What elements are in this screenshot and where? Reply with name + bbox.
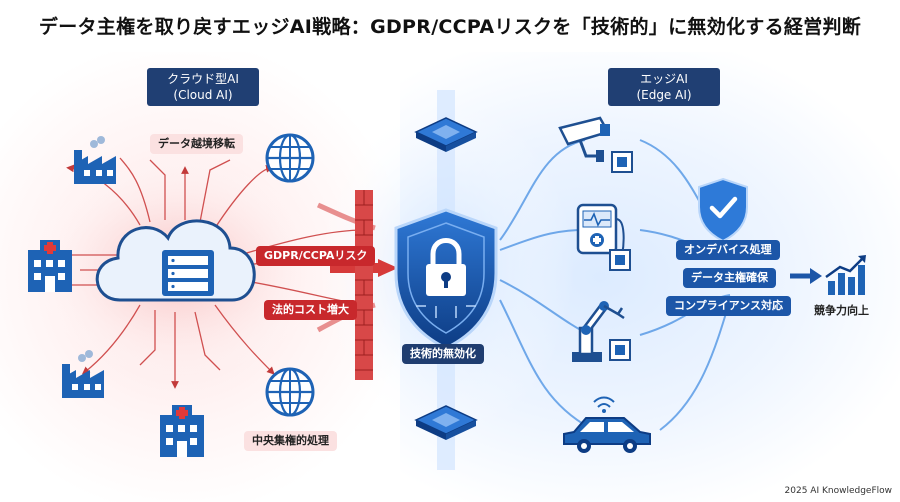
cloud-server-icon <box>95 219 256 302</box>
chip-icon-robot <box>609 339 631 361</box>
globe-icon-top <box>265 133 315 183</box>
label-competitiveness: 競争力向上 <box>814 304 869 317</box>
factory-icon-top <box>74 136 116 184</box>
chip-icon-monitor <box>609 249 631 271</box>
label-data-transfer: データ越境移転 <box>150 134 243 154</box>
firewall-icon <box>355 190 373 380</box>
factory-icon-bottom <box>62 350 104 398</box>
label-central-processing: 中央集権的処理 <box>244 431 337 451</box>
connected-car-icon <box>563 396 651 453</box>
edge-ai-header-line1: エッジAI <box>640 72 688 86</box>
cloud-ai-header-line2: (Cloud AI) <box>173 88 233 102</box>
label-compliance: コンプライアンス対応 <box>666 296 792 316</box>
label-legal-cost: 法的コスト増大 <box>264 300 357 320</box>
hospital-icon-left <box>28 240 72 292</box>
label-technical-nullification: 技術的無効化 <box>402 344 484 364</box>
health-monitor-icon <box>576 203 625 256</box>
edge-ai-header: エッジAI (Edge AI) <box>608 68 720 106</box>
check-shield-icon <box>698 177 748 243</box>
label-gdpr-risk: GDPR/CCPAリスク <box>256 246 376 266</box>
security-camera-icon <box>558 116 610 162</box>
label-data-sovereignty: データ主権確保 <box>683 268 776 288</box>
hospital-icon-bottom <box>160 405 204 457</box>
chip-icon-bottom <box>414 405 478 440</box>
edge-ai-header-line2: (Edge AI) <box>636 88 692 102</box>
chip-icon-top <box>414 117 478 152</box>
copyright: 2025 AI KnowledgeFlow <box>784 486 892 496</box>
growth-chart-icon <box>825 255 866 295</box>
page-title: データ主権を取り戻すエッジAI戦略：GDPR/CCPAリスクを「技術的」に無効化… <box>38 16 862 38</box>
chip-icon-camera <box>611 151 633 173</box>
arrow-to-growth-head <box>810 268 822 284</box>
robot-arm-icon <box>572 301 625 362</box>
cloud-ai-header: クラウド型AI (Cloud AI) <box>147 68 259 106</box>
cloud-ai-header-line1: クラウド型AI <box>167 72 239 86</box>
label-on-device: オンデバイス処理 <box>676 240 780 260</box>
globe-icon-bottom <box>265 367 315 417</box>
